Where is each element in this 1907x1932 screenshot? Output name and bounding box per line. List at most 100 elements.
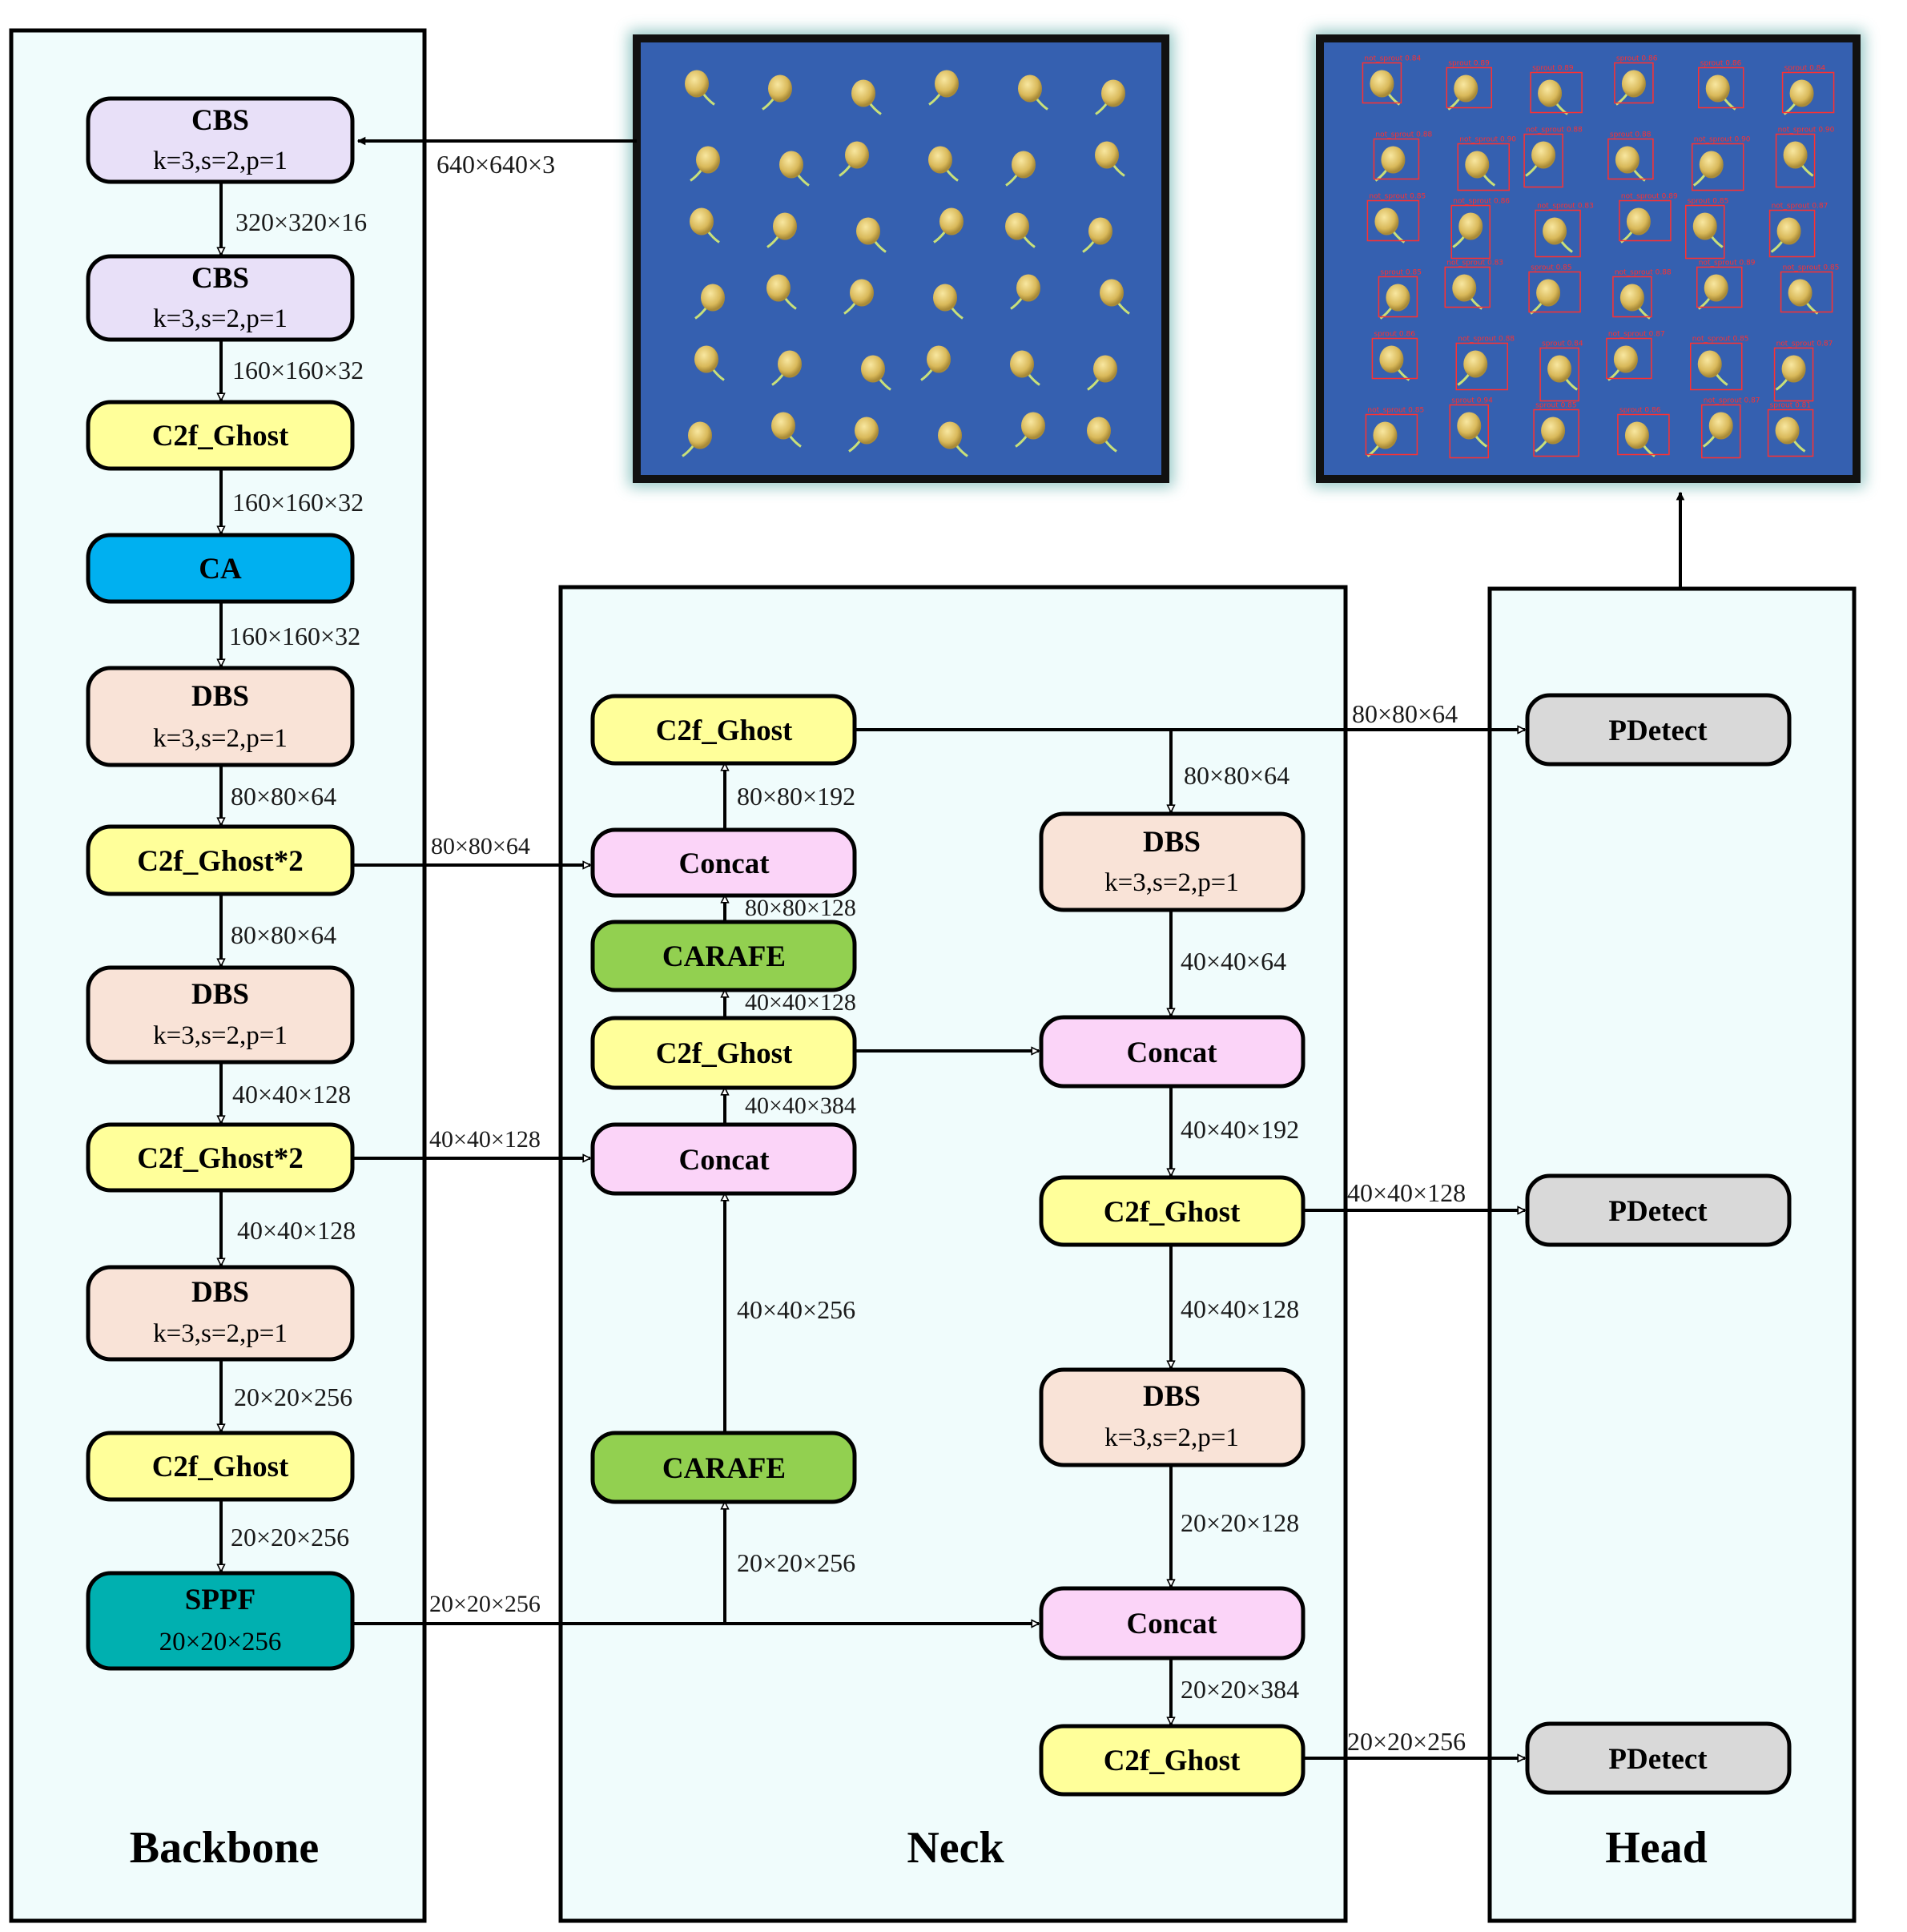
seed bbox=[1458, 212, 1483, 240]
seed bbox=[1005, 212, 1029, 240]
detection-box bbox=[1373, 138, 1420, 180]
seed bbox=[1386, 284, 1410, 312]
seed bbox=[1699, 151, 1724, 179]
detection-label: not_sprout 0.85 bbox=[1692, 336, 1749, 344]
detection-box bbox=[1617, 413, 1670, 456]
detection-label: not_sprout 0.88 bbox=[1375, 131, 1432, 139]
seed bbox=[1370, 70, 1394, 98]
dim-b7: 40×40×128 bbox=[232, 1080, 351, 1109]
seed bbox=[1621, 70, 1646, 98]
detection-label: not_sprout 0.89 bbox=[1621, 193, 1678, 201]
detection-label: not_sprout 0.87 bbox=[1608, 331, 1665, 339]
seed bbox=[1100, 279, 1124, 307]
head-panel bbox=[1487, 586, 1857, 1923]
detection-label: sprout 0.86 bbox=[1700, 60, 1742, 68]
node-carafe-n-low: CARAFE bbox=[590, 1431, 857, 1504]
node-dbs-r2-title: DBS bbox=[1143, 1380, 1201, 1413]
seed bbox=[861, 355, 885, 383]
seed bbox=[1454, 74, 1479, 103]
node-dbs-b1-sub: k=3,s=2,p=1 bbox=[153, 724, 288, 753]
seed bbox=[1457, 412, 1482, 440]
detection-label: sprout 0.84 bbox=[1784, 65, 1826, 73]
seed bbox=[1536, 279, 1561, 307]
dim-concat-top-up: 80×80×192 bbox=[737, 782, 855, 811]
detection-box bbox=[1606, 337, 1652, 380]
detection-box bbox=[1366, 199, 1420, 242]
node-pdetect-1: PDetect bbox=[1525, 693, 1792, 767]
seed bbox=[1021, 412, 1045, 440]
detection-label: not_sprout 0.83 bbox=[1446, 260, 1503, 268]
seed bbox=[1547, 355, 1572, 383]
seed bbox=[1016, 274, 1040, 302]
detection-box bbox=[1701, 404, 1741, 459]
dim-carafe-top-up: 80×80×128 bbox=[745, 895, 856, 921]
node-c2f-ghost-n-mid: C2f_Ghost bbox=[590, 1016, 857, 1090]
detection-label: not_sprout 0.85 bbox=[1367, 407, 1424, 415]
node-dbs-b1-title: DBS bbox=[191, 680, 249, 713]
node-dbs-r1-title: DBS bbox=[1143, 826, 1201, 859]
detection-label: sprout 0.86 bbox=[1619, 407, 1661, 415]
seed bbox=[1379, 345, 1404, 373]
node-concat-n-mid-title: Concat bbox=[678, 1144, 770, 1177]
detection-box bbox=[1607, 138, 1654, 180]
node-dbs-r2-sub: k=3,s=2,p=1 bbox=[1104, 1423, 1239, 1452]
seed bbox=[1010, 350, 1034, 378]
dim-b2: 160×160×32 bbox=[232, 356, 364, 384]
node-dbs-b3-title: DBS bbox=[191, 1276, 249, 1309]
node-concat-r2-title: Concat bbox=[1126, 1608, 1217, 1640]
seed bbox=[938, 421, 962, 449]
seed bbox=[1781, 355, 1806, 383]
node-concat-r1: Concat bbox=[1039, 1015, 1306, 1089]
node-c2f-ghost-b1-title: C2f_Ghost bbox=[152, 420, 289, 453]
detection-box bbox=[1619, 199, 1672, 242]
node-dbs-b2-sub: k=3,s=2,p=1 bbox=[153, 1021, 288, 1050]
seed bbox=[771, 412, 795, 440]
node-sppf-title: SPPF bbox=[185, 1584, 255, 1616]
seed bbox=[1012, 151, 1036, 179]
detection-box bbox=[1444, 266, 1491, 308]
node-dbs-b2-title: DBS bbox=[191, 978, 249, 1011]
seed bbox=[1624, 421, 1649, 449]
seed bbox=[1374, 207, 1399, 235]
seed bbox=[766, 274, 791, 302]
seed bbox=[1531, 141, 1556, 169]
node-pdetect-1-title: PDetect bbox=[1608, 714, 1708, 747]
node-dbs-b3-sub: k=3,s=2,p=1 bbox=[153, 1319, 288, 1348]
detection-label: sprout 0.86 bbox=[1374, 331, 1415, 339]
detection-box bbox=[1780, 271, 1833, 313]
seed bbox=[1783, 141, 1808, 169]
detection-box bbox=[1457, 143, 1510, 191]
detection-label: sprout 0.85 bbox=[1380, 269, 1422, 277]
node-c2f-ghost2-b2-title: C2f_Ghost*2 bbox=[137, 1142, 304, 1175]
detection-label: sprout 0.89 bbox=[1448, 60, 1490, 68]
node-c2f-ghost-b2-title: C2f_Ghost bbox=[152, 1451, 289, 1483]
seed bbox=[1775, 417, 1800, 445]
detection-box bbox=[1371, 337, 1418, 380]
detection-label: not_sprout 0.88 bbox=[1458, 336, 1515, 344]
node-dbs-b2: DBS k=3,s=2,p=1 bbox=[86, 965, 355, 1065]
seed bbox=[1692, 212, 1717, 240]
seed bbox=[1095, 141, 1119, 169]
seed bbox=[696, 146, 720, 174]
detection-box bbox=[1614, 62, 1654, 104]
seed bbox=[690, 207, 714, 235]
node-c2f-ghost-n-mid-title: C2f_Ghost bbox=[656, 1037, 793, 1070]
seed bbox=[768, 74, 792, 103]
node-c2f-ghost-n-top-title: C2f_Ghost bbox=[656, 714, 793, 747]
detection-label: sprout 0.85 bbox=[1531, 264, 1572, 272]
seed bbox=[1615, 146, 1639, 174]
dim-r-down2: 40×40×64 bbox=[1181, 947, 1286, 976]
detection-box bbox=[1781, 71, 1835, 114]
node-cbs-2-title: CBS bbox=[191, 262, 249, 295]
node-dbs-b3: DBS k=3,s=2,p=1 bbox=[86, 1265, 355, 1362]
node-dbs-b1: DBS k=3,s=2,p=1 bbox=[86, 666, 355, 767]
dim-input: 640×640×3 bbox=[437, 150, 555, 179]
dim-b4: 160×160×32 bbox=[229, 622, 360, 650]
seed bbox=[1088, 217, 1112, 245]
dim-carafe-up: 40×40×256 bbox=[737, 1295, 855, 1324]
detection-box bbox=[1530, 71, 1583, 114]
node-pdetect-2: PDetect bbox=[1525, 1173, 1792, 1247]
detection-box bbox=[1528, 271, 1581, 313]
detection-box bbox=[1446, 66, 1492, 109]
